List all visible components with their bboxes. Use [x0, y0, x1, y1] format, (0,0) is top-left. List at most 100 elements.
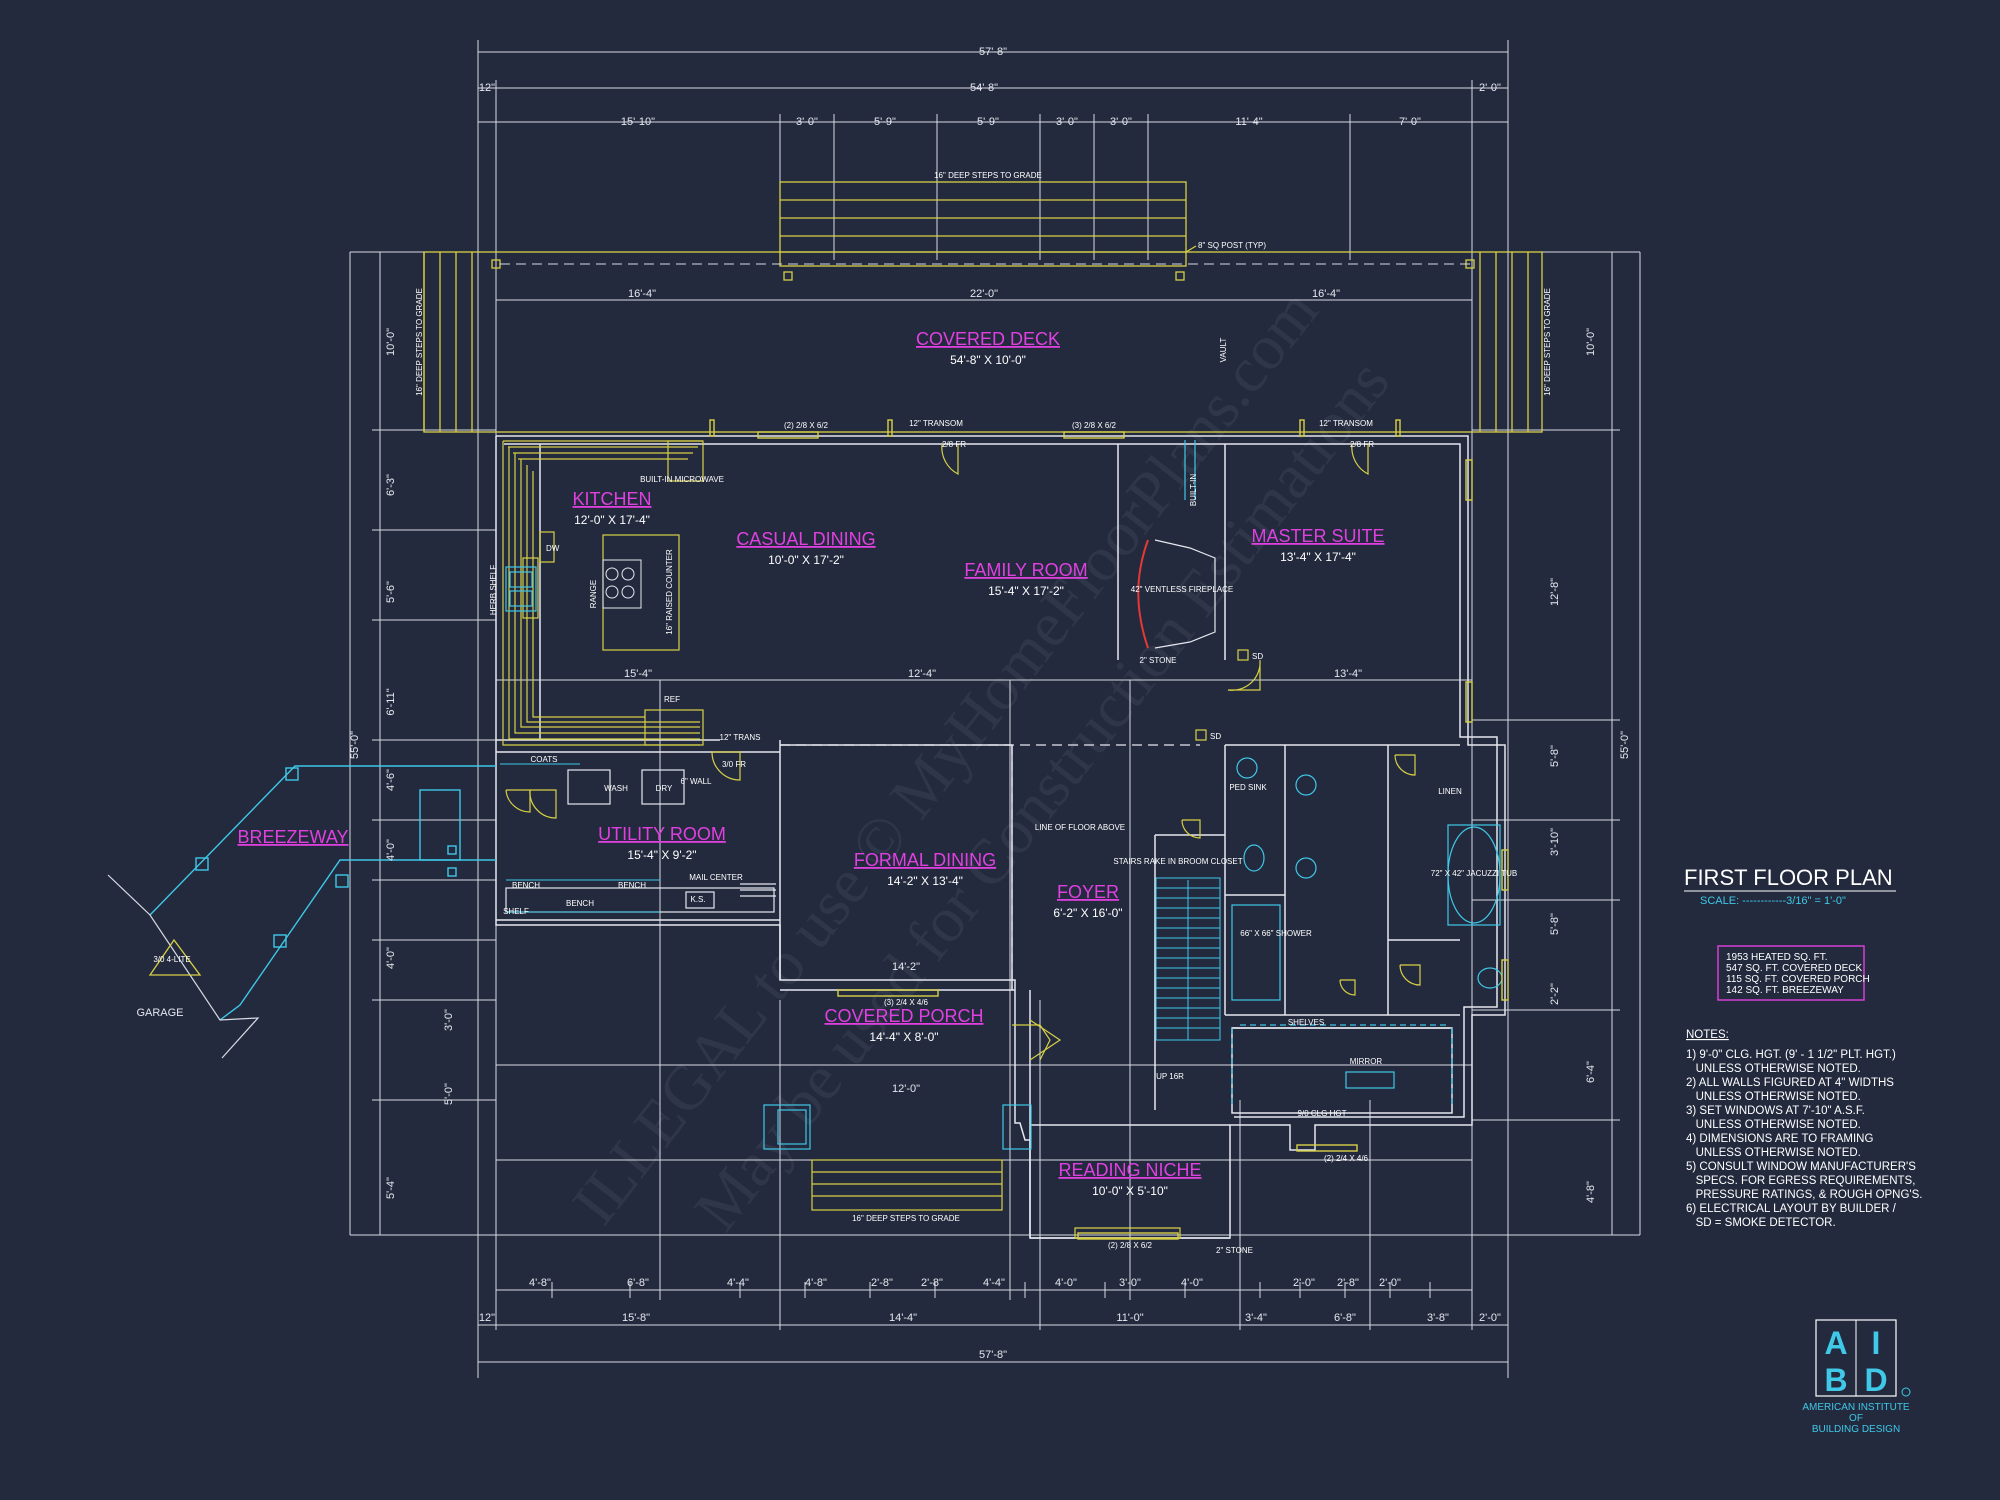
logo-letter-b: B — [1824, 1362, 1847, 1398]
dim-bottom-row1-5: 2'-8" — [921, 1277, 943, 1289]
utility-fixtures — [505, 769, 776, 913]
stat-line-2: 115 SQ. FT. COVERED PORCH — [1726, 974, 1870, 985]
room-kitchen-size: 12'-0" X 17'-4" — [574, 513, 650, 527]
kitchen-sink — [505, 566, 537, 612]
room-covered-deck: COVERED DECK — [916, 329, 1060, 349]
master-bath — [1231, 757, 1503, 1105]
windows — [709, 419, 1509, 1240]
room-family-room-size: 15'-4" X 17'-2" — [988, 584, 1064, 598]
dim-right-row-5: 2'-2" — [1549, 983, 1561, 1005]
dim-left-row-4: 4'-6" — [385, 769, 397, 791]
room-reading-niche: READING NICHE — [1058, 1160, 1201, 1180]
doors — [505, 443, 1421, 1061]
dimension-lines — [349, 40, 1641, 1378]
room-breezeway: BREEZEWAY — [237, 827, 348, 847]
dim-right-row-2: 5'-8" — [1549, 745, 1561, 767]
dim-left-row-8: 5'-0" — [443, 1083, 455, 1105]
dim-top-row-5: 3'-0" — [1110, 116, 1132, 128]
logo-letter-i: I — [1872, 1325, 1881, 1361]
label-transom-1: 12" TRANSOM — [909, 419, 963, 428]
room-kitchen: KITCHEN — [572, 489, 651, 509]
note-line-12: SD = SMOKE DETECTOR. — [1686, 1217, 1836, 1229]
label-door-1: 3/0 FR — [722, 760, 746, 769]
label-mirror: MIRROR — [1350, 1057, 1383, 1066]
dim-bottom-row2-5: 6'-8" — [1334, 1312, 1356, 1324]
label-stone: 2" STONE — [1140, 656, 1177, 665]
stats-box — [1717, 945, 1865, 1001]
label-window-4: (2) 2/8 X 6/2 — [1108, 1241, 1153, 1250]
fireplace — [1137, 440, 1216, 649]
room-foyer-size: 6'-2" X 16'-0" — [1053, 906, 1122, 920]
label-ped-sink: PED SINK — [1229, 783, 1267, 792]
label-lite: 3/0 4-LITE — [153, 955, 190, 964]
watermark-line-2: May be used for Construction Estimations — [680, 347, 1402, 1244]
logo-line-3: BUILDING DESIGN — [1812, 1424, 1900, 1435]
dim-top-row-6: 11'-4" — [1235, 116, 1262, 128]
label-ks: K.S. — [690, 895, 705, 904]
dim-bottom-row2-3: 11'-0" — [1116, 1312, 1143, 1324]
dim-right-row-3: 3'-10" — [1549, 828, 1561, 856]
label-ref: REF — [664, 695, 680, 704]
plan-title: FIRST FLOOR PLAN — [1684, 865, 1893, 890]
label-wash: WASH — [604, 784, 628, 793]
plan-scale: SCALE: ------------3/16" = 1'-0" — [1700, 895, 1846, 907]
label-sd-1: SD — [1252, 652, 1263, 661]
stat-line-1: 547 SQ. FT. COVERED DECK — [1726, 963, 1862, 974]
notes-heading: NOTES: — [1686, 1029, 1729, 1041]
house-walls — [495, 435, 1506, 1239]
label-post: 8" SQ POST (TYP) — [1198, 241, 1266, 250]
dashed-lines — [780, 744, 1200, 990]
label-line-floor: LINE OF FLOOR ABOVE — [1035, 823, 1125, 832]
label-herb: HERB SHELF — [489, 565, 498, 615]
dim-bottom-row1-0: 4'-8" — [529, 1277, 551, 1289]
room-master-suite: MASTER SUITE — [1251, 526, 1384, 546]
room-family-room: FAMILY ROOM — [964, 560, 1087, 580]
label-steps-top: 16" DEEP STEPS TO GRADE — [934, 171, 1042, 180]
label-up: UP 16R — [1156, 1072, 1184, 1081]
dim-bottom-row1-6: 4'-4" — [983, 1277, 1005, 1289]
dim-left-row-9: 5'-4" — [385, 1177, 397, 1199]
label-mail: MAIL CENTER — [689, 873, 743, 882]
label-raised-counter: 16" RAISED COUNTER — [665, 549, 674, 635]
dim-top-row-0: 15'-10" — [621, 116, 655, 128]
garage-door — [148, 938, 202, 976]
utility-benches — [500, 763, 660, 913]
dim-left-row-5: 4'-0" — [385, 839, 397, 861]
dim-deck-row-0: 16'-4" — [628, 288, 656, 300]
notes-list: 1) 9'-0" CLG. HGT. (9' - 1 1/2" PLT. HGT… — [1686, 1049, 1923, 1229]
dim-bottom-row1-9: 4'-0" — [1181, 1277, 1203, 1289]
range-burners — [602, 559, 642, 609]
dim-deck-row-1: 22'-0" — [970, 288, 998, 300]
covered-deck — [423, 181, 1543, 433]
dim-left-row-7: 3'-0" — [443, 1009, 455, 1031]
dim-bottom-row2-6: 3'-8" — [1427, 1312, 1449, 1324]
dim-right-row-6: 6'-4" — [1585, 1061, 1597, 1083]
room-covered-porch-size: 14'-4" X 8'-0" — [869, 1030, 938, 1044]
dim-right-row-0: 10'-0" — [1585, 328, 1597, 356]
dim-top-row-3: 5'-9" — [977, 116, 999, 128]
smoke-detectors — [1195, 649, 1249, 741]
label-linen: LINEN — [1438, 787, 1462, 796]
label-coats: COATS — [531, 755, 558, 764]
dim-bottom-row1-12: 2'-0" — [1379, 1277, 1401, 1289]
label-vault: VAULT — [1219, 338, 1228, 363]
dim-left-row: 10'-0" 6'-3" 5'-6" 6'-11" 4'-6" 4'-0" 4'… — [385, 328, 455, 1199]
dim-bottom-row2-2: 14'-4" — [889, 1312, 917, 1324]
label-sd-2: SD — [1210, 732, 1221, 741]
aibd-logo: A I B D AMERICAN INSTITUTE OF BUILDING D… — [1802, 1319, 1911, 1435]
label-door-2: 2/8 FR — [942, 440, 966, 449]
dim-bottom-row1-1: 6'-8" — [627, 1277, 649, 1289]
label-wall: 6" WALL — [681, 777, 713, 786]
label-window-3: (2) 2/4 X 4/6 — [1324, 1154, 1369, 1163]
dim-mid-row-0: 15'-4" — [624, 668, 652, 680]
dim-bottom-row1-2: 4'-4" — [727, 1277, 749, 1289]
dim-mid-row-1: 12'-4" — [908, 668, 936, 680]
label-dry: DRY — [656, 784, 673, 793]
dim-deck-row-2: 16'-4" — [1312, 288, 1340, 300]
label-dw: DW — [546, 544, 560, 553]
kitchen-counters — [502, 440, 704, 746]
dim-mid-row-2: 13'-4" — [1334, 668, 1362, 680]
dim-bottom-row1-11: 2'-8" — [1337, 1277, 1359, 1289]
label-bench-3: BENCH — [618, 881, 646, 890]
dim-bottom-row1-7: 4'-0" — [1055, 1277, 1077, 1289]
